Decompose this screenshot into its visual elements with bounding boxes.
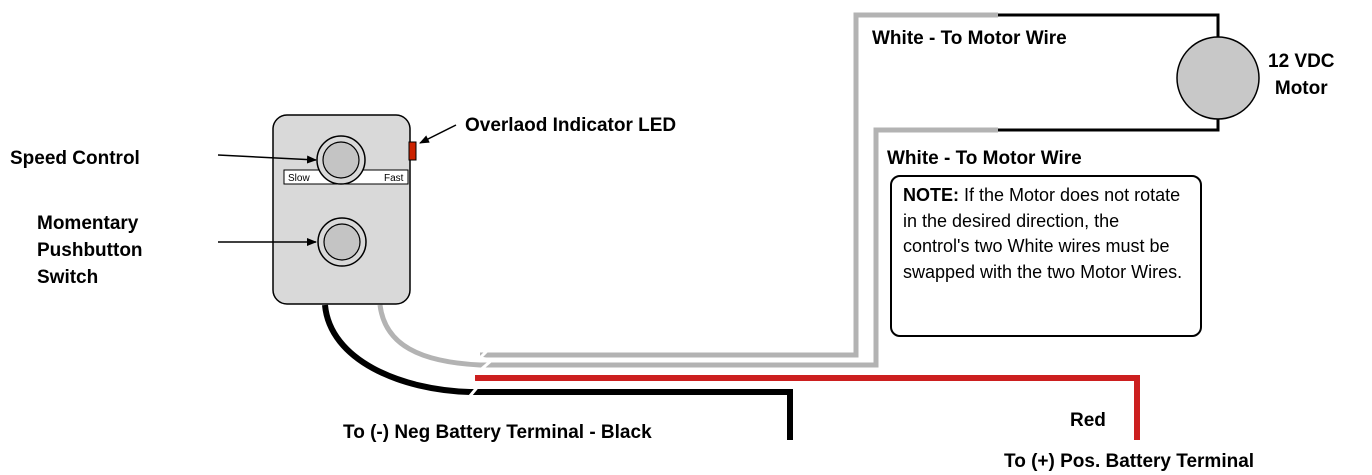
white-wire-top-label: White - To Motor Wire — [872, 28, 1067, 49]
white-wire-bottom-label: White - To Motor Wire — [887, 148, 1082, 169]
led-label: Overlaod Indicator LED — [465, 115, 677, 136]
fast-label: Fast — [384, 173, 404, 184]
white-wire-top — [480, 12, 998, 358]
motor-wire-bottom — [998, 112, 1220, 132]
speed-control-arrow — [217, 154, 317, 164]
note-heading: NOTE: — [903, 185, 959, 205]
slow-label: Slow — [288, 173, 310, 184]
pos-battery-label: To (+) Pos. Battery Terminal — [1004, 451, 1255, 472]
speed-knob-inner — [322, 141, 360, 179]
motor-label: 12 VDC Motor — [1268, 51, 1335, 99]
wire-break-mark — [476, 348, 496, 374]
led-indicator — [408, 141, 417, 161]
red-wire — [475, 375, 1140, 440]
note-text: If the Motor does not rotate in the desi… — [903, 185, 1183, 282]
motor-circle — [1176, 36, 1260, 120]
speed-control-label: Speed Control — [10, 148, 140, 169]
neg-battery-label: To (-) Neg Battery Terminal - Black — [343, 422, 652, 443]
black-wire — [322, 304, 793, 440]
led-arrow — [419, 124, 457, 144]
motor-wire-top — [998, 13, 1220, 45]
red-label: Red — [1070, 410, 1106, 431]
pushbutton-inner — [323, 223, 361, 261]
pushbutton-label: Momentary Pushbutton Switch — [37, 213, 143, 288]
white-wire-bottom — [377, 127, 998, 368]
note-box: NOTE: If the Motor does not rotate in th… — [890, 175, 1202, 337]
wire-break-mark — [465, 369, 483, 397]
